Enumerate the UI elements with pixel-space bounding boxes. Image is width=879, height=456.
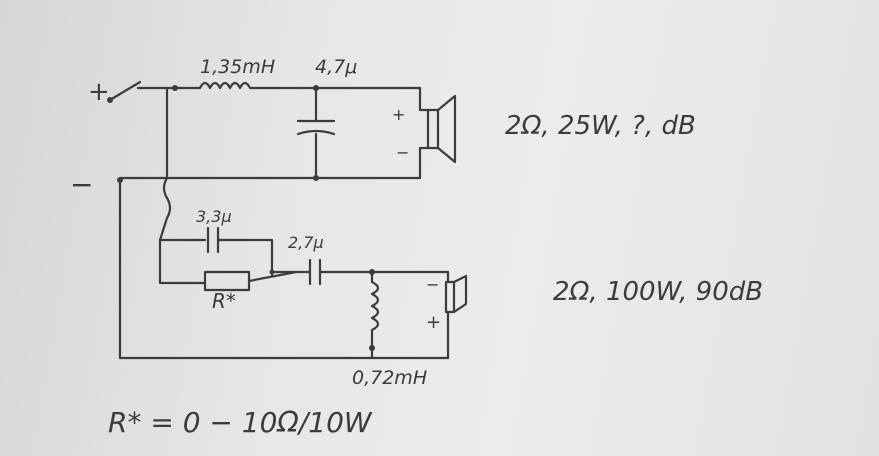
spec-woofer: 2Ω, 100W, 90dB <box>553 277 763 307</box>
capacitor-c1 <box>206 226 274 278</box>
label-l-bottom: 0,72mH <box>352 367 427 389</box>
tweeter-inductor <box>173 81 302 90</box>
input-plus-label: + <box>88 77 110 107</box>
capacitor-c2 <box>270 258 450 286</box>
woofer-speaker-icon <box>444 270 468 360</box>
resistor-r-star <box>203 270 298 292</box>
spec-tweeter: 2Ω, 25W, ?, dB <box>505 111 696 141</box>
woofer-minus-label: − <box>426 275 439 294</box>
woofer-plus-label: + <box>426 312 441 333</box>
woofer-shunt-inductor <box>370 270 380 360</box>
junction-inductor-bottom <box>369 345 375 351</box>
tweeter-speaker-icon <box>418 86 457 180</box>
label-c2: 2,7μ <box>288 233 324 252</box>
tweeter-shunt-capacitor <box>296 86 336 180</box>
label-c-top: 4,7μ <box>315 56 357 78</box>
junction-top-left <box>172 85 178 91</box>
tweeter-plus-label: + <box>392 105 405 124</box>
tweeter-minus-label: − <box>396 143 409 162</box>
input-switch <box>107 80 177 103</box>
woofer-feed-wire <box>158 176 207 285</box>
label-r-star: R* <box>212 289 236 313</box>
label-c1: 3,3μ <box>196 207 232 226</box>
r-star-formula: R* = 0 − 10Ω/10W <box>108 406 373 439</box>
input-minus-label: − <box>70 168 93 201</box>
label-l-top: 1,35mH <box>200 56 275 78</box>
